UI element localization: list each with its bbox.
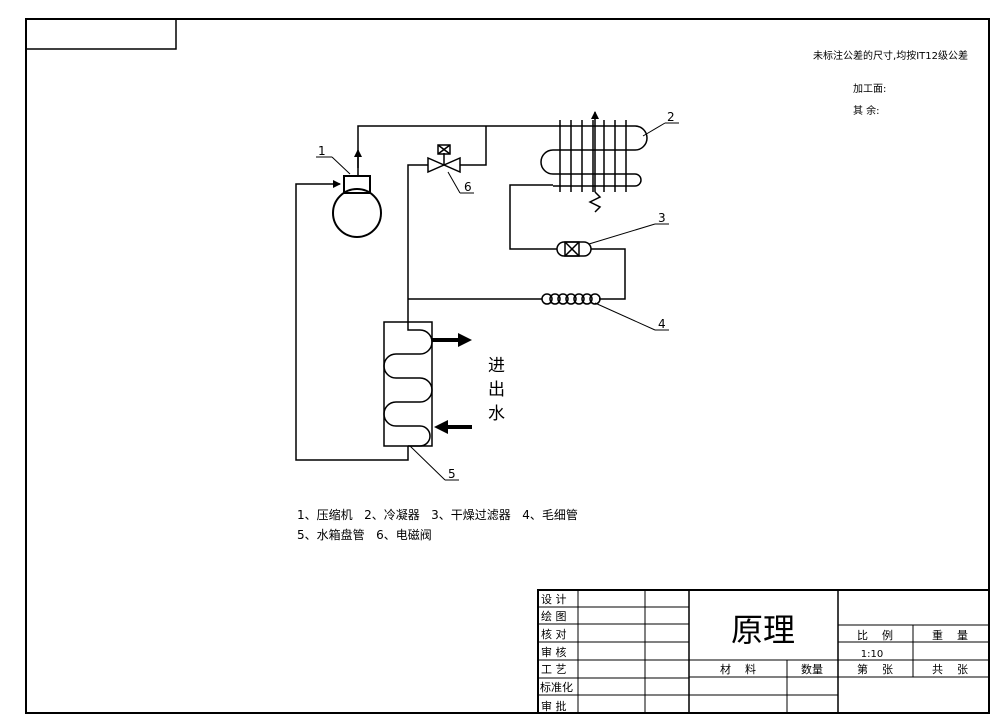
role-process: 工 艺 xyxy=(541,663,567,676)
part-number-2: 2 xyxy=(667,110,675,124)
filter-drier-symbol xyxy=(556,241,592,257)
condenser-symbol xyxy=(540,120,648,213)
other-surface-label: 其 余: xyxy=(853,104,880,117)
solenoid-valve-symbol xyxy=(427,144,461,174)
role-reviewed: 审 核 xyxy=(541,645,567,659)
water-arrows xyxy=(432,333,472,434)
water-label: 进 出 水 xyxy=(488,356,505,424)
role-standardization: 标准化 xyxy=(540,680,573,694)
title-block-grid xyxy=(537,589,990,714)
drawing-border xyxy=(25,18,990,714)
leader-lines xyxy=(316,122,679,481)
top-left-title-box xyxy=(25,18,177,50)
quantity-label: 数量 xyxy=(801,663,823,676)
water-tank-coil-symbol xyxy=(383,321,433,447)
sheet-total-label: 共 张 xyxy=(932,663,968,676)
pipe-network xyxy=(295,125,626,461)
water-label-water: 水 xyxy=(488,404,505,424)
machined-surface-label: 加工面: xyxy=(853,83,886,95)
part-number-1: 1 xyxy=(318,144,326,158)
role-checked: 核 对 xyxy=(541,627,567,641)
role-drawn: 绘 图 xyxy=(541,609,567,623)
tolerance-note: 未标注公差的尺寸,均按IT12级公差 xyxy=(813,49,968,62)
part-number-5: 5 xyxy=(448,467,456,481)
role-design: 设 计 xyxy=(541,593,567,606)
scale-value: 1:10 xyxy=(861,649,883,660)
water-label-in: 进 xyxy=(488,356,505,376)
weight-label: 重 量 xyxy=(932,628,968,642)
sheet-number-label: 第 张 xyxy=(857,662,893,676)
material-label: 材 料 xyxy=(720,662,756,676)
legend-line-2: 5、水箱盘管 6、电磁阀 xyxy=(297,527,432,542)
capillary-tube-symbol xyxy=(541,293,601,305)
legend-line-1: 1、压缩机 2、冷凝器 3、干燥过滤器 4、毛细管 xyxy=(297,507,578,522)
part-number-3: 3 xyxy=(658,211,666,225)
drawing-title: 原理 xyxy=(731,611,795,649)
compressor-symbol xyxy=(332,175,382,238)
part-number-6: 6 xyxy=(464,180,472,194)
scale-label: 比 例 xyxy=(857,628,893,642)
part-number-4: 4 xyxy=(658,317,666,331)
role-approved: 审 批 xyxy=(541,699,567,713)
water-label-out: 出 xyxy=(488,380,505,400)
